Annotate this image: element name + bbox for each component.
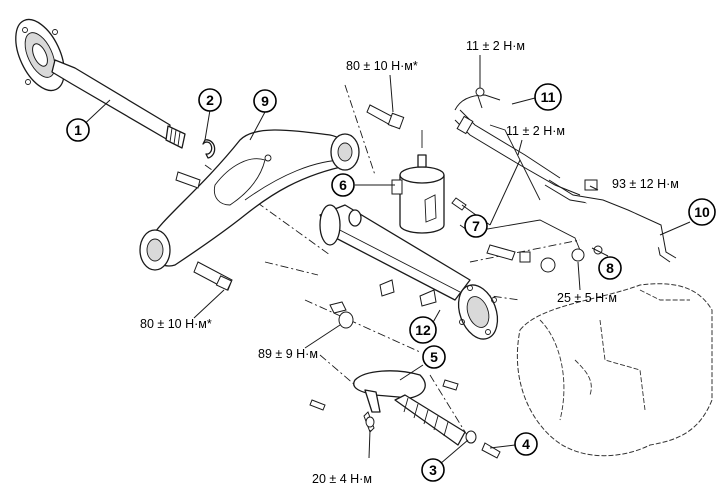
svg-text:9: 9 [261,93,269,109]
fuel-filter [391,130,445,234]
transmission-outline [516,283,713,457]
torque-label-bracket-top: 11 ± 2 Н·м [466,39,525,53]
svg-text:5: 5 [430,349,438,365]
pipes-and-wiring [451,87,677,263]
callout-1: 1 [66,118,90,142]
arm-bolts [175,104,405,291]
circlip [202,139,216,159]
svg-text:6: 6 [339,177,347,193]
svg-text:3: 3 [429,462,437,478]
callout-9: 9 [253,89,277,113]
svg-text:12: 12 [415,322,431,338]
svg-text:1: 1 [74,122,82,138]
torque-label-bracket-bolt: 20 ± 4 Н·м [312,472,372,486]
torque-label-sensor: 25 ± 5 Н·м [557,291,617,305]
torque-label-arm-bushing-left: 80 ± 10 Н·м* [140,317,212,331]
trailing-arm [139,129,360,271]
torque-label-housing-nut: 89 ± 9 Н·м [258,347,318,361]
callout-10: 10 [688,198,716,226]
svg-text:8: 8 [606,260,614,276]
axle-shaft [15,18,186,149]
svg-text:11: 11 [541,89,556,105]
axle-housing [319,204,499,340]
svg-text:7: 7 [472,218,480,234]
callout-7: 7 [464,214,488,238]
torque-label-bracket-mid: 11 ± 2 Н·м [506,124,565,138]
torque-label-pipe-flange: 93 ± 12 Н·м [612,177,679,191]
callout-2: 2 [198,88,222,112]
svg-text:2: 2 [206,92,214,108]
svg-text:10: 10 [694,204,710,220]
callout-11: 11 [534,83,562,111]
svg-text:4: 4 [522,436,530,452]
callout-6: 6 [331,173,355,197]
callout-4: 4 [514,432,538,456]
callout-8: 8 [598,256,622,280]
torque-label-arm-bushing-top: 80 ± 10 Н·м* [346,59,418,73]
callout-3: 3 [421,458,445,482]
nuts [309,244,556,459]
callout-5: 5 [422,345,446,369]
shift-boot-bracket [353,370,466,446]
callout-12: 12 [409,316,437,344]
